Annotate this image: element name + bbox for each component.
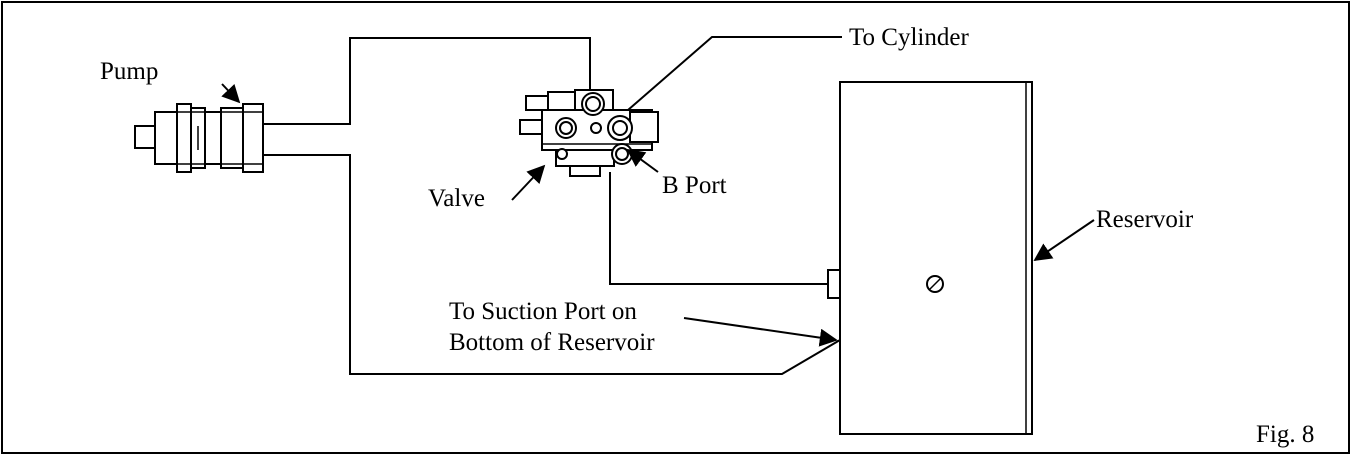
return-line <box>609 172 828 285</box>
pump-flange <box>154 111 178 165</box>
to-cylinder-leader <box>627 36 842 111</box>
valve <box>519 89 659 177</box>
pump <box>134 103 264 173</box>
figure-number: Fig. 8 <box>1256 421 1314 448</box>
suction-label-line2: Bottom of Reservoir <box>449 329 655 356</box>
pump-label: Pump <box>100 58 158 85</box>
pump-shaft <box>134 125 156 149</box>
pump-arrow <box>221 83 241 104</box>
valve-label: Valve <box>428 185 485 212</box>
suction-label-line1: To Suction Port on <box>449 298 637 325</box>
reservoir-tank <box>839 81 1033 435</box>
hose-lines <box>263 37 841 375</box>
to-cylinder-label: To Cylinder <box>849 24 969 51</box>
suction-line <box>263 154 841 375</box>
b-port-label: B Port <box>662 172 727 199</box>
reservoir-return-fitting <box>827 269 841 299</box>
b-port-arrow <box>626 148 659 173</box>
reservoir-arrow <box>1033 219 1095 262</box>
reservoir-label: Reservoir <box>1096 206 1194 233</box>
leaders <box>221 36 1095 347</box>
suction-arrow <box>683 317 838 347</box>
valve-arrow <box>511 164 546 201</box>
pressure-line <box>263 37 591 125</box>
valve-handle-top <box>525 95 549 111</box>
reservoir <box>827 81 1033 435</box>
